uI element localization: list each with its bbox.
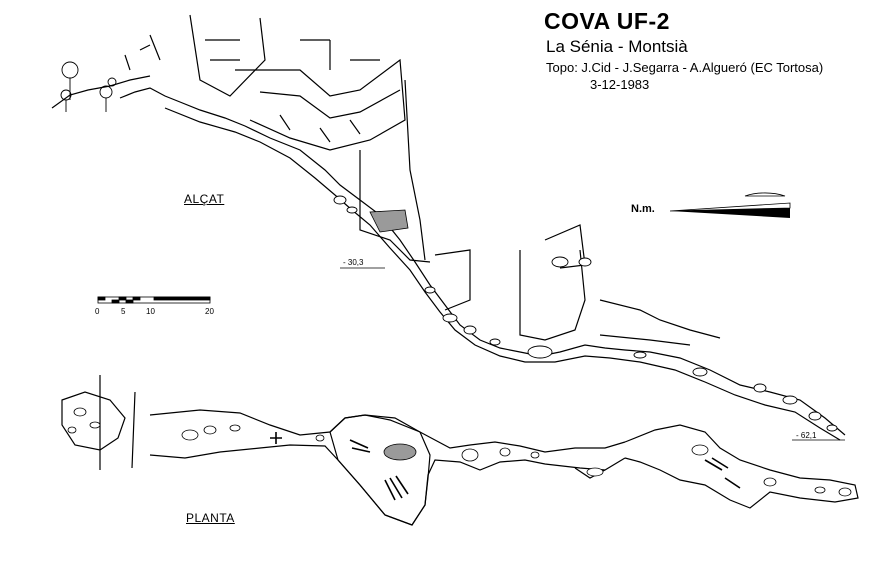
elevation-deposit [369, 209, 409, 233]
scale-tick-10: 10 [146, 307, 155, 316]
elevation-profile [51, 14, 846, 441]
plan-rocks [67, 407, 852, 497]
plan-label: PLANTA [186, 511, 235, 525]
plan-outline [61, 375, 859, 526]
north-arrow-icon [669, 192, 791, 218]
depth-label-mid: - 30,3 [343, 258, 364, 267]
scale-tick-20: 20 [205, 307, 214, 316]
plan-deposit [383, 443, 417, 461]
north-label: N.m. [631, 203, 655, 215]
survey-credits: Topo: J.Cid - J.Segarra - A.Algueró (EC … [546, 60, 824, 75]
scale-tick-5: 5 [121, 307, 126, 316]
plan-slope-hatching [270, 432, 741, 501]
survey-date: 3-12-1983 [590, 77, 650, 92]
scale-bar [97, 296, 211, 304]
survey-location: La Sénia - Montsià [546, 37, 688, 56]
depth-marker-lines [340, 267, 845, 441]
scale-tick-0: 0 [95, 307, 100, 316]
depth-label-bottom: - 62,1 [796, 431, 817, 440]
tree-icons [60, 61, 117, 112]
survey-title: COVA UF-2 [544, 8, 670, 34]
elevation-label: ALÇAT [184, 192, 225, 206]
elevation-rocks [333, 195, 838, 432]
